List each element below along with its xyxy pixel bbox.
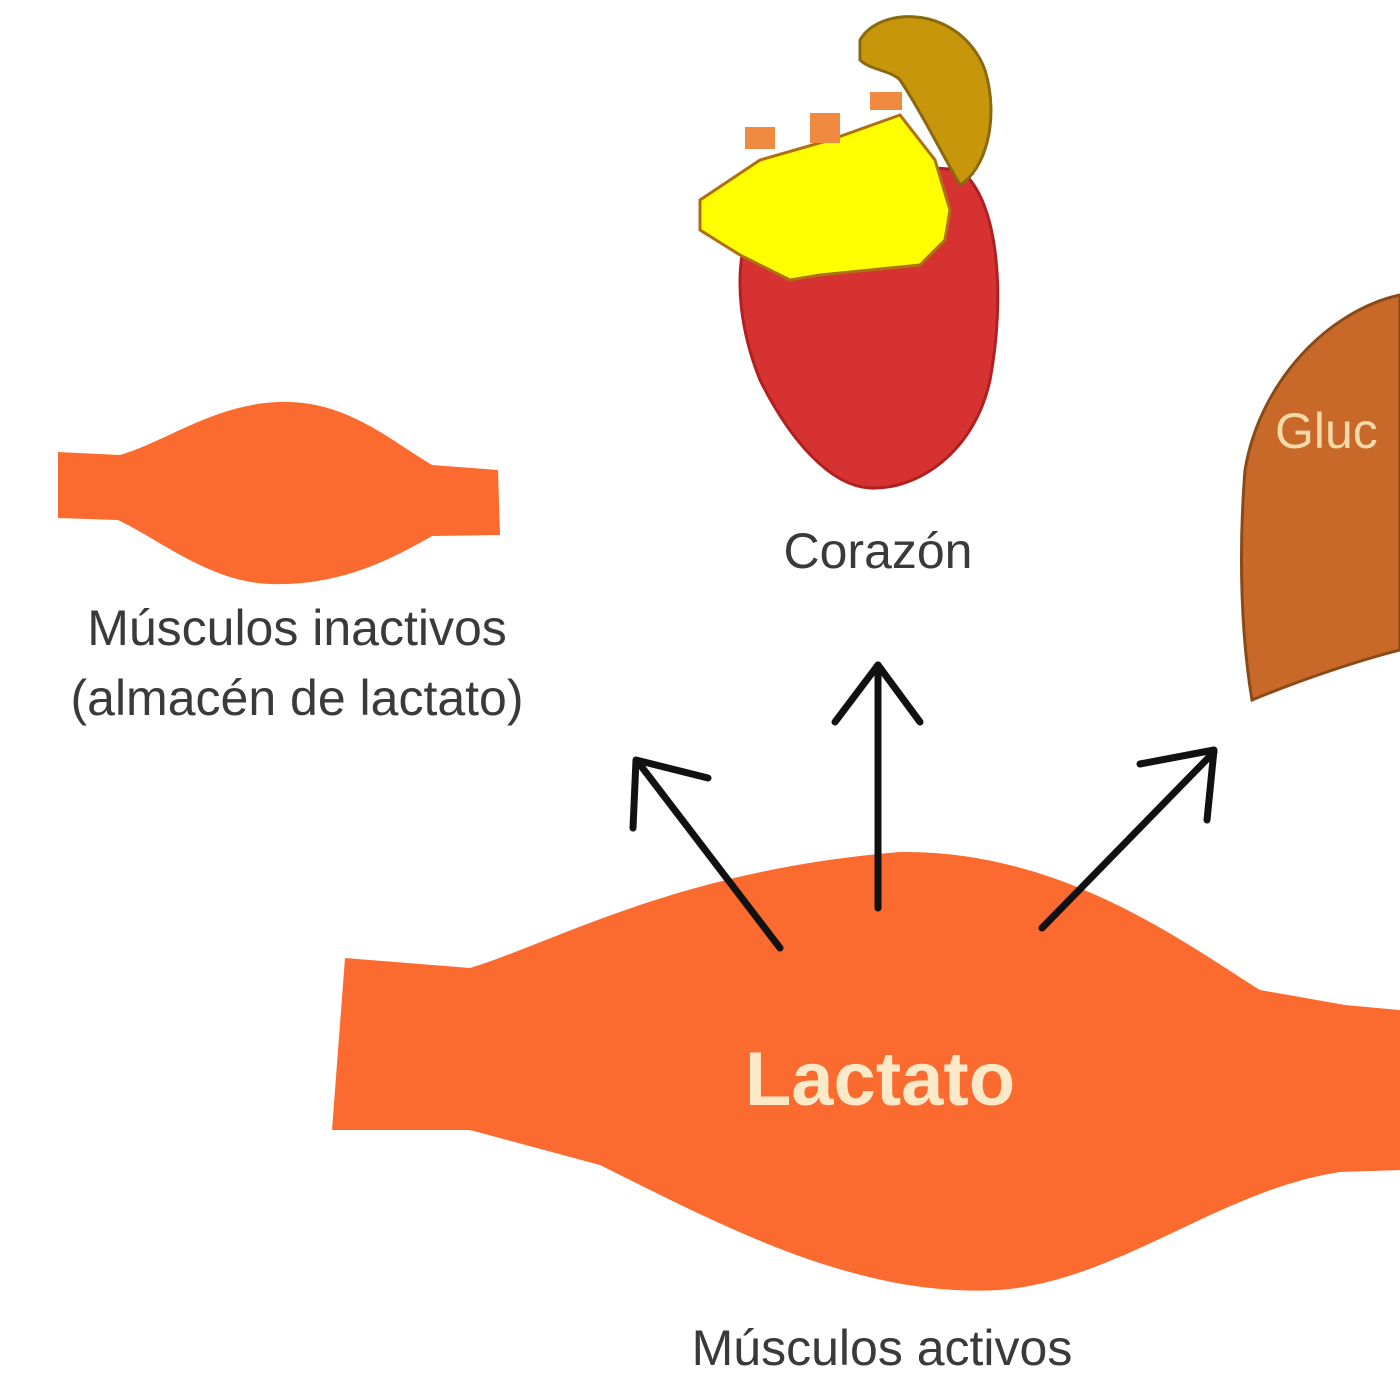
- active-muscle-shape: [332, 851, 1400, 1291]
- liver-shape: [1240, 293, 1400, 703]
- inactive-muscle-label: Músculos inactivos: [87, 600, 507, 656]
- liver-label: Gluc: [1275, 403, 1378, 459]
- inactive-muscle-shape: [58, 401, 500, 585]
- inactive-muscle-sublabel: (almacén de lactato): [70, 670, 523, 726]
- arrow-to-liver: [1038, 746, 1218, 932]
- active-muscle-label: Músculos activos: [692, 1320, 1073, 1376]
- arrow-to-inactive-muscle: [629, 756, 784, 952]
- lactate-label: Lactato: [745, 1037, 1015, 1122]
- heart-label: Corazón: [784, 523, 973, 579]
- arrow-to-heart: [831, 661, 924, 912]
- heart-icon: [698, 15, 1000, 490]
